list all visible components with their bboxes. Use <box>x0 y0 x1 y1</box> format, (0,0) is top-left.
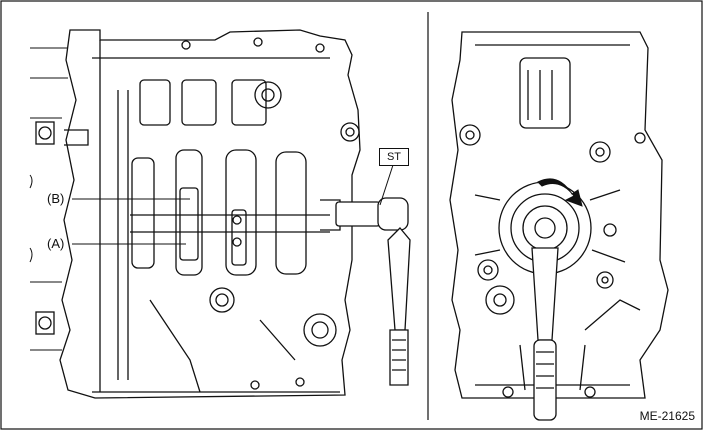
curved-arrow-icon <box>537 178 583 207</box>
engine-block-side-view <box>35 29 361 399</box>
callout-label-b: (B) <box>47 191 65 206</box>
figure-code: ME-21625 <box>639 409 695 423</box>
special-tool-ratchet-end <box>522 205 568 421</box>
callout-label-a: (A) <box>47 236 65 251</box>
special-tool-ratchet <box>335 197 411 386</box>
special-tool-label: ST <box>379 148 409 166</box>
st-leader <box>379 164 394 206</box>
edge-leader-lines <box>29 47 68 351</box>
